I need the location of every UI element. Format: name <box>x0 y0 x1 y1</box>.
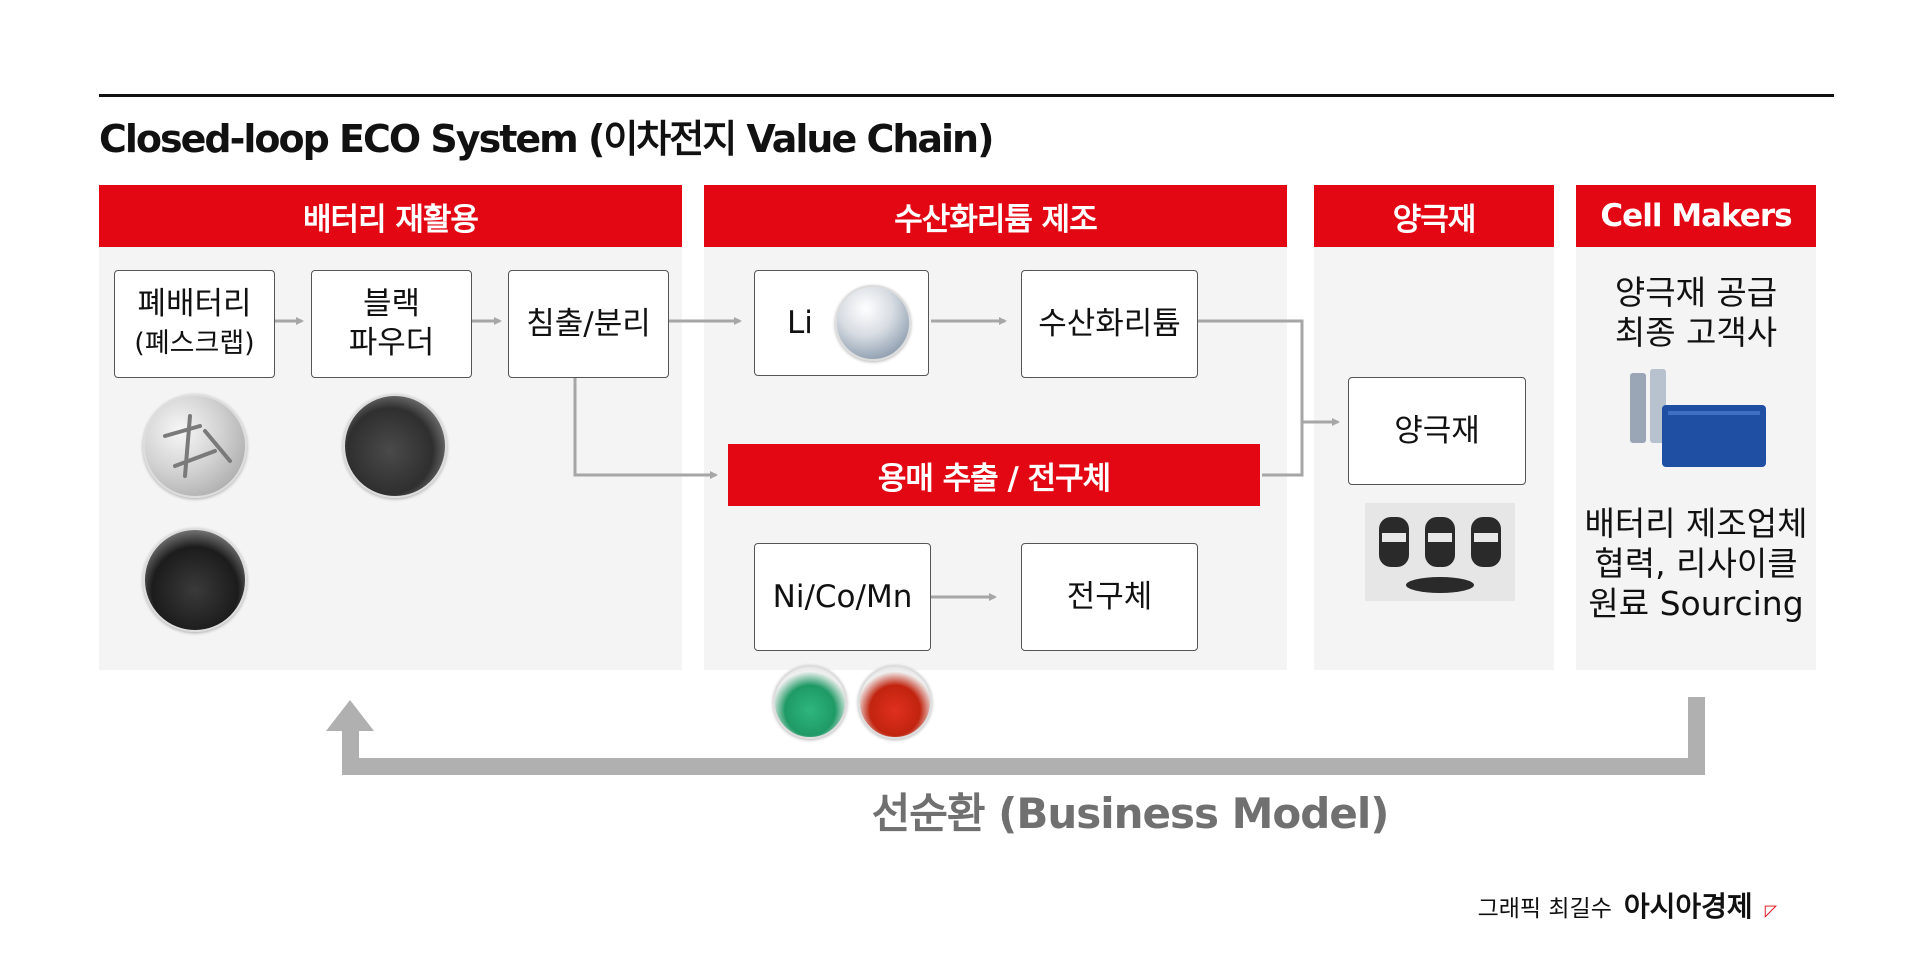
scrap-photo-1 <box>143 394 247 498</box>
brand-name: 아시아경제 <box>1623 890 1753 923</box>
cell-text-supply: 양극재 공급 최종 고객사 <box>1576 273 1816 353</box>
green-powder-photo <box>773 665 847 739</box>
lithium-photo <box>835 285 911 361</box>
red-powder-photo <box>858 665 932 739</box>
scrap-photo-2 <box>143 528 247 632</box>
header-cell: Cell Makers <box>1576 185 1816 247</box>
node-leach-label: 침출/분리 <box>526 305 651 342</box>
loop-left-vertical <box>342 728 359 775</box>
cell-text-line4: 협력, 리사이클 <box>1594 544 1798 583</box>
loop-label: 선순환 (Business Model) <box>871 789 1390 838</box>
node-cathode-label: 양극재 <box>1394 412 1480 449</box>
line-lioh-to-cathode <box>1198 319 1304 422</box>
line-solvent-to-cathode <box>1262 422 1304 477</box>
node-waste-battery-line2: (폐스크랩) <box>134 328 255 359</box>
node-waste-battery-line1: 폐배터리 <box>137 286 252 322</box>
top-rule <box>99 94 1834 97</box>
cathode-samples-photo <box>1365 503 1515 601</box>
node-waste-battery: 폐배터리 (폐스크랩) <box>114 270 275 378</box>
node-black-powder: 블랙 파우더 <box>311 270 472 378</box>
credit: 그래픽 최길수 아시아경제 ◸ <box>1478 885 1777 925</box>
node-ncm-label: Ni/Co/Mn <box>772 578 913 615</box>
node-black-powder-line1: 블랙 <box>362 286 421 322</box>
node-ncm: Ni/Co/Mn <box>754 543 931 651</box>
header-recycling: 배터리 재활용 <box>99 185 682 247</box>
black-powder-photo <box>343 394 447 498</box>
cell-text-line5: 원료 Sourcing <box>1588 584 1804 623</box>
header-solvent-extraction: 용매 추출 / 전구체 <box>728 444 1260 506</box>
brand-mark-icon: ◸ <box>1764 901 1777 920</box>
node-lioh: 수산화리튬 <box>1021 270 1198 378</box>
arrow-leach-to-solvent <box>573 378 718 479</box>
node-precursor: 전구체 <box>1021 543 1198 651</box>
node-leach: 침출/분리 <box>508 270 669 378</box>
battery-cells-photo <box>1622 365 1772 483</box>
loop-right-vertical <box>1688 697 1705 775</box>
loop-arrowhead <box>326 700 374 731</box>
node-lioh-label: 수산화리튬 <box>1038 305 1181 342</box>
cell-text-partners: 배터리 제조업체 협력, 리사이클 원료 Sourcing <box>1576 504 1816 624</box>
cell-text-line2: 최종 고객사 <box>1614 313 1778 352</box>
node-black-powder-line2: 파우더 <box>348 325 435 361</box>
header-hydroxide: 수산화리튬 제조 <box>704 185 1287 247</box>
header-cathode: 양극재 <box>1314 185 1554 247</box>
page-title: Closed-loop ECO System (이차전지 Value Chain… <box>99 117 994 161</box>
loop-bottom-horizontal <box>342 758 1705 775</box>
cell-text-line3: 배터리 제조업체 <box>1584 504 1808 543</box>
node-cathode: 양극재 <box>1348 377 1526 485</box>
node-li-label: Li <box>787 304 813 341</box>
cell-text-line1: 양극재 공급 <box>1614 273 1778 312</box>
node-precursor-label: 전구체 <box>1066 578 1153 615</box>
credit-text: 그래픽 최길수 <box>1477 896 1612 922</box>
